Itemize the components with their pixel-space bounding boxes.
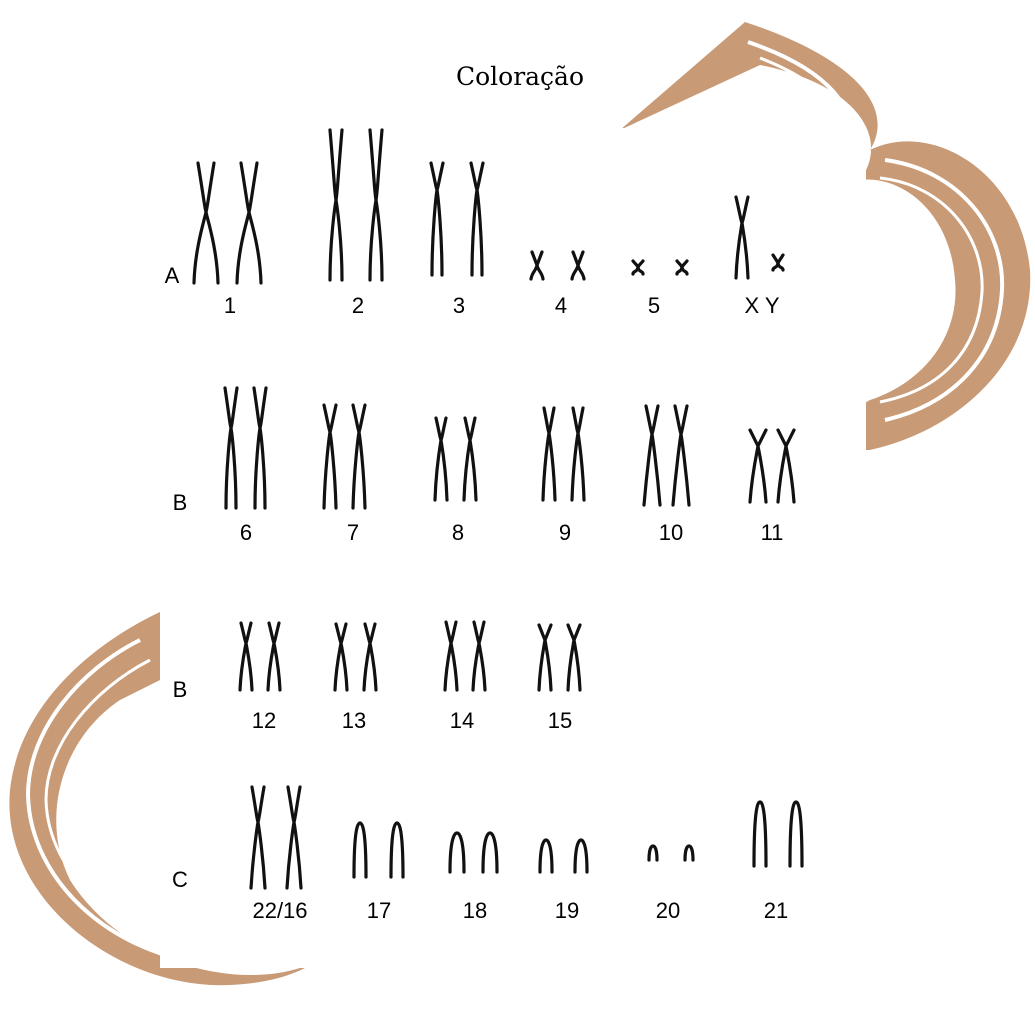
chromosome-number: 12 — [252, 708, 276, 733]
chromatid-pair — [469, 161, 485, 277]
chromosome-14 — [443, 620, 487, 692]
chromosome-number: 14 — [450, 708, 474, 733]
chromosome-8 — [433, 416, 478, 502]
chromosome-number: 15 — [548, 708, 572, 733]
chromatid-pair — [675, 259, 689, 276]
chromosome-20 — [647, 844, 695, 862]
chromatid-pair — [776, 428, 796, 504]
chromatid-pair — [537, 623, 553, 692]
chromosome-11 — [748, 428, 796, 504]
row-label: A — [165, 263, 180, 288]
chromosome-number: X Y — [744, 293, 779, 318]
chromosome-21 — [752, 800, 804, 868]
chromatid-pair — [570, 250, 586, 281]
chromatid-pair — [771, 253, 785, 272]
chromatid-pair — [573, 838, 589, 874]
chromosome-number: 3 — [453, 293, 465, 318]
chromosome-number: 13 — [342, 708, 366, 733]
chromatid-pair — [252, 386, 268, 510]
chromosome-12 — [238, 621, 282, 692]
chromatid-pair — [352, 821, 368, 879]
chromatid-pair — [538, 838, 554, 874]
chromosome-number: 2 — [352, 293, 364, 318]
chromatid-pair — [448, 831, 466, 874]
chromatid-pair — [734, 195, 750, 280]
chromatid-pair — [433, 416, 449, 502]
chromatid-pair — [788, 800, 804, 868]
chromatid-pair — [266, 621, 282, 692]
chromosome-number: 4 — [555, 293, 567, 318]
chromosome-3 — [429, 161, 485, 277]
row-label: C — [172, 867, 188, 892]
chromatid-pair — [223, 386, 239, 510]
chromatid-pair — [368, 128, 384, 282]
chromatid-pair — [249, 785, 267, 890]
chromosome-number: 19 — [555, 898, 579, 923]
chromosome-6 — [223, 386, 268, 510]
chromatid-pair — [362, 622, 378, 692]
chromosome-number: 5 — [648, 293, 660, 318]
chromatid-pair — [235, 161, 263, 285]
chromosome-9 — [541, 406, 586, 502]
chromosome-number: 6 — [240, 520, 252, 545]
chromatid-pair — [570, 406, 586, 502]
chromatid-pair — [192, 161, 220, 285]
chromatid-pair — [642, 404, 662, 507]
chromatid-pair — [462, 416, 478, 502]
chromosome-15 — [537, 623, 582, 692]
chromosome-number: 17 — [367, 898, 391, 923]
chromatid-pair — [238, 621, 254, 692]
chromatid-pair — [285, 785, 303, 890]
chromosome-number: 11 — [761, 520, 784, 545]
chromosome-19 — [538, 838, 589, 874]
bottom-left-ornament — [9, 612, 350, 986]
chromatid-pair — [429, 161, 445, 277]
chromatid-pair — [752, 800, 768, 868]
chromosome-4 — [529, 250, 586, 281]
chromatid-pair — [322, 403, 338, 510]
chromosome-number: 10 — [659, 520, 683, 545]
chromosome-18 — [448, 831, 499, 874]
chromosome-number: 9 — [559, 520, 571, 545]
chromatid-pair — [351, 403, 367, 510]
chromosome-5 — [631, 259, 689, 276]
chromosome-number: 22/16 — [252, 898, 307, 923]
chromatid-pair — [389, 821, 405, 879]
row-label: B — [173, 490, 188, 515]
chromosome-number: 21 — [764, 898, 788, 923]
chromosome-number: 8 — [452, 520, 464, 545]
chromatid-pair — [566, 623, 582, 692]
chromosome-number: 20 — [656, 898, 680, 923]
chromosome-7 — [322, 403, 367, 510]
chromatid-pair — [481, 831, 499, 874]
chromosome-number: 1 — [224, 293, 236, 318]
chromatid-pair — [328, 128, 344, 282]
chromosome-1 — [192, 161, 263, 285]
chromatid-pair — [541, 406, 557, 502]
chromatid-pair — [471, 620, 487, 692]
chromatid-pair — [631, 259, 645, 276]
chromosome-17 — [352, 821, 405, 879]
chromatid-pair — [647, 844, 659, 862]
chromosome-number: 18 — [463, 898, 487, 923]
chromosome-13 — [333, 622, 378, 692]
chromosome-number: 7 — [347, 520, 359, 545]
chromosome-2 — [328, 128, 384, 282]
chromatid-pair — [671, 404, 691, 507]
chromatid-pair — [683, 844, 695, 862]
chromatid-pair — [333, 622, 349, 692]
chromatid-pair — [529, 250, 545, 281]
page-title: Coloração — [455, 62, 585, 91]
chromatid-pair — [443, 620, 459, 692]
chromosome-10 — [642, 404, 691, 507]
chromatid-pair — [748, 428, 768, 504]
chromosome-x-y — [734, 195, 785, 280]
chromosome-22-16 — [249, 785, 303, 890]
row-label: B — [173, 677, 188, 702]
